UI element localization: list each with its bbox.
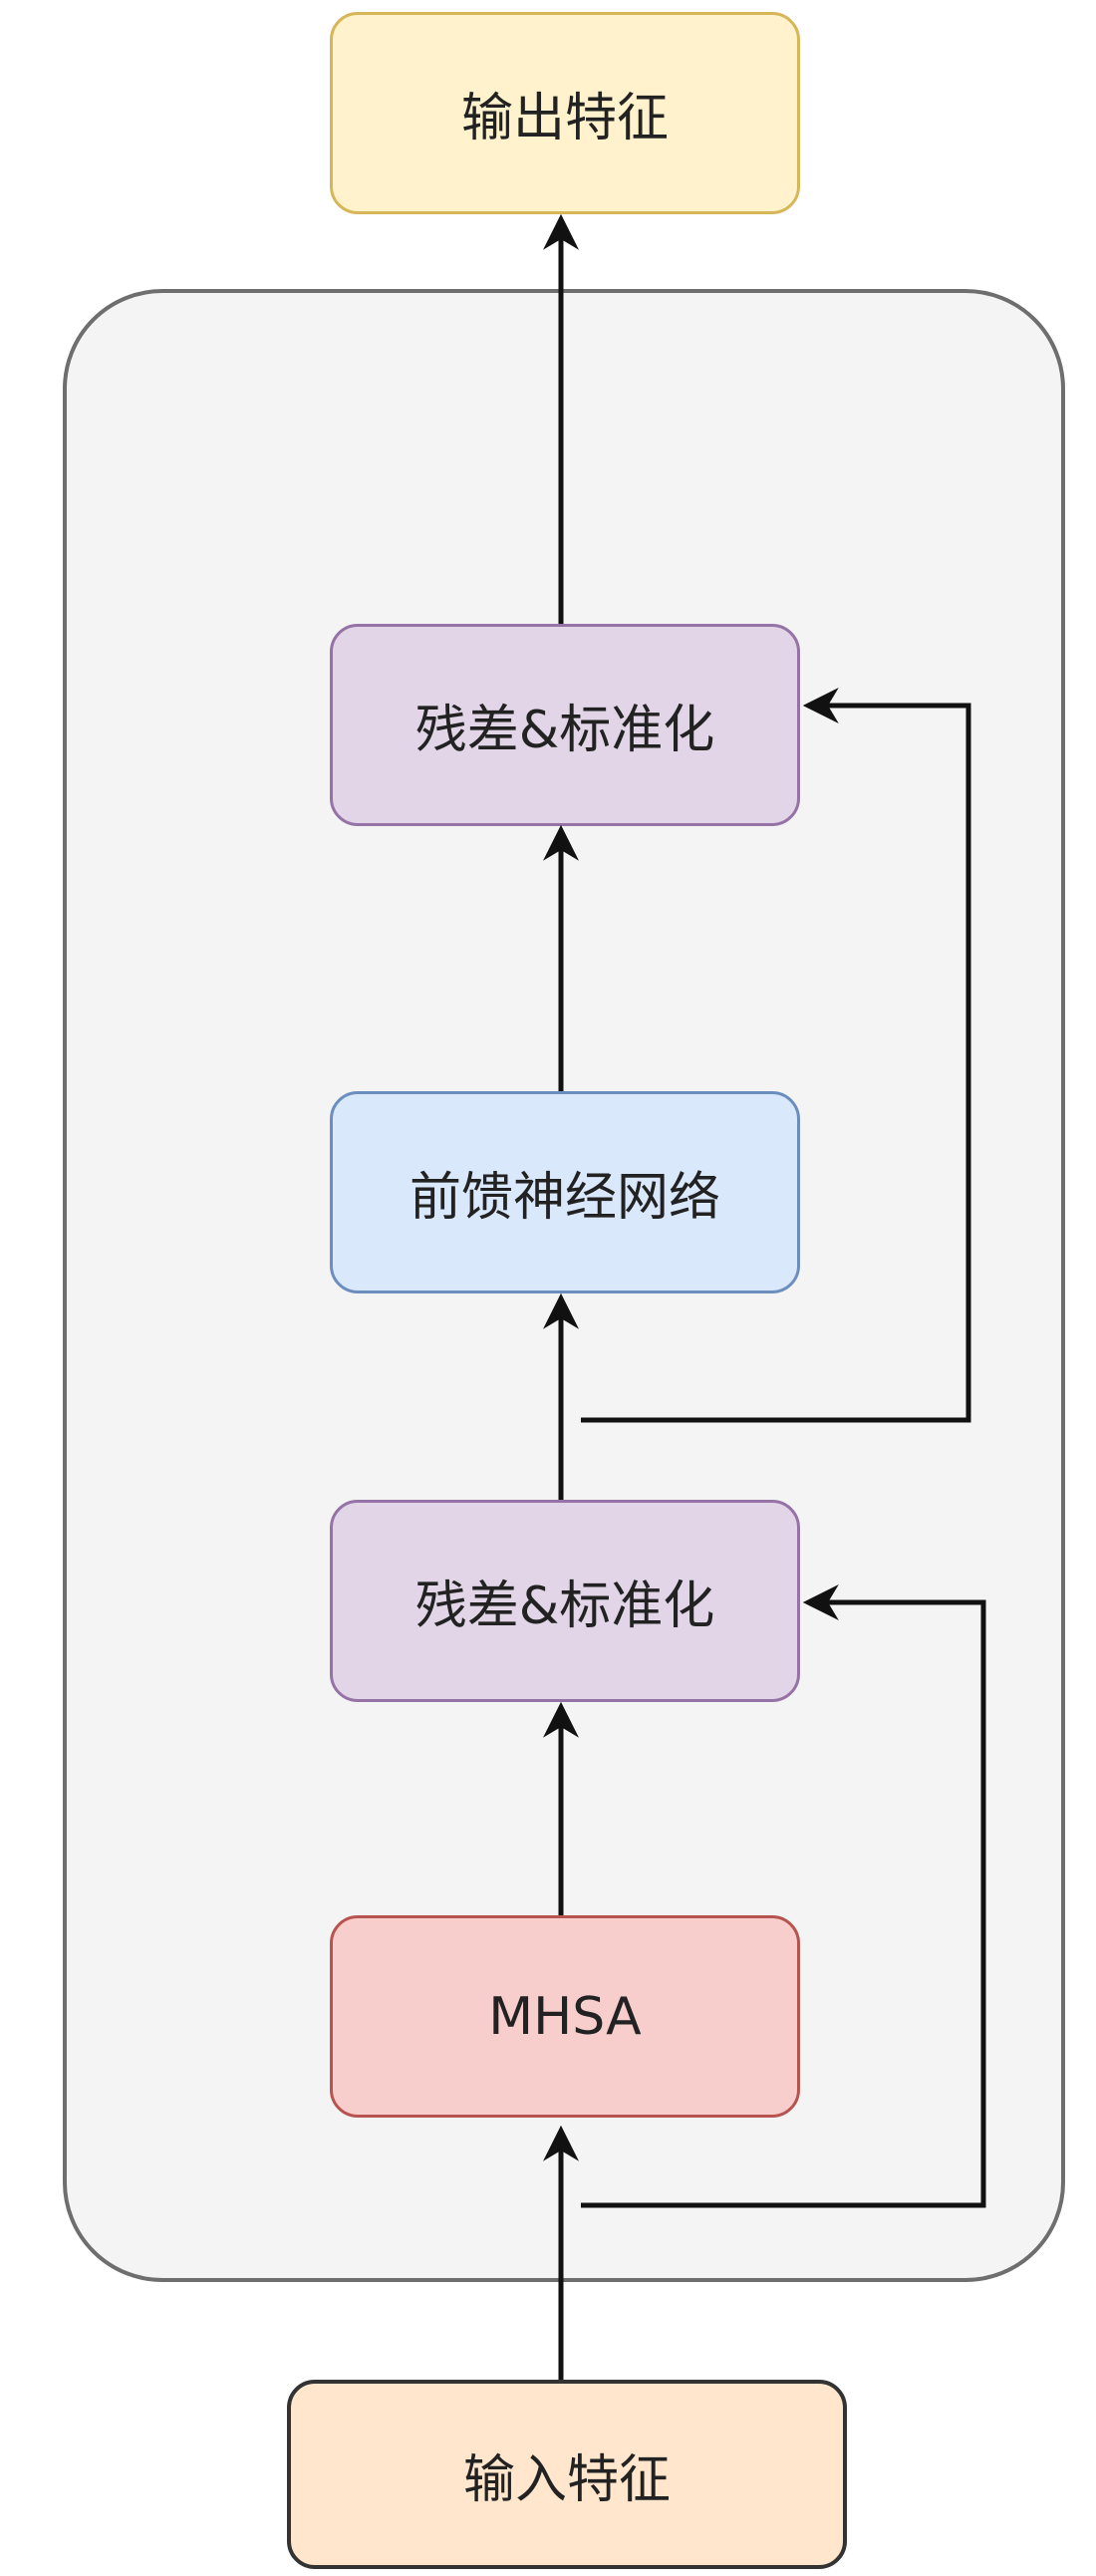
feed-forward-label: 前馈神经网络 <box>409 1168 720 1228</box>
residual-norm-top-label: 残差&标准化 <box>414 701 715 760</box>
mhsa-label: MHSA <box>488 1986 642 2047</box>
residual-norm-top-node: 残差&标准化 <box>330 624 800 826</box>
output-features-label: 输出特征 <box>460 89 669 148</box>
residual-norm-bottom-node: 残差&标准化 <box>330 1500 800 1702</box>
input-features-node: 输入特征 <box>287 2380 847 2569</box>
residual-norm-bottom-label: 残差&标准化 <box>414 1576 715 1636</box>
feed-forward-node: 前馈神经网络 <box>330 1091 800 1293</box>
skip-connection-bottom <box>581 1584 986 2208</box>
output-features-node: 输出特征 <box>330 12 800 214</box>
skip-connection-top <box>581 688 971 1423</box>
mhsa-node: MHSA <box>330 1915 800 2118</box>
input-features-label: 输入特征 <box>462 2449 671 2510</box>
